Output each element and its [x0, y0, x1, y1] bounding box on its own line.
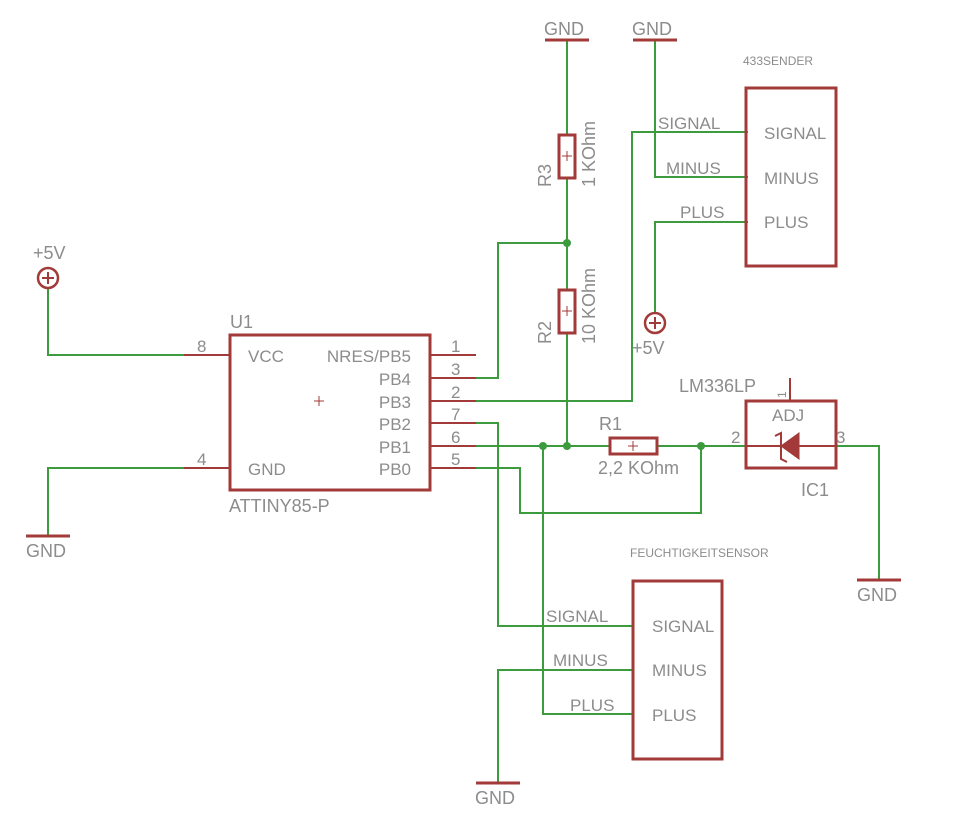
module-433sender-pin: MINUS — [764, 169, 819, 188]
module-433sender-pin: SIGNAL — [764, 124, 826, 143]
junction-dot — [539, 442, 547, 450]
module-feuchtigkeitsensor: FEUCHTIGKEITSENSOR SIGNAL MINUS PLUS SIG… — [546, 546, 769, 761]
module-433sender-title: 433SENDER — [743, 54, 813, 68]
power-vcc-mid-label: +5V — [632, 338, 665, 358]
ic-ic1-adj-pin: 1 — [775, 391, 789, 398]
resistor-r3: R3 1 KOhm — [535, 121, 599, 187]
power-gnd-top-right-label: GND — [632, 19, 672, 39]
ic-u1-body — [228, 333, 432, 492]
module-feuchtigkeitsensor-body — [631, 579, 724, 761]
power-vcc-left: +5V — [33, 243, 66, 290]
module-433sender-body — [744, 86, 838, 268]
ic-ic1-value: LM336LP — [679, 376, 756, 396]
ic-u1-pin-number: 8 — [197, 337, 206, 356]
resistor-r2: R2 10 KOhm — [535, 268, 599, 344]
resistor-r2-value: 10 KOhm — [579, 268, 599, 344]
module-feuchtigkeitsensor-title: FEUCHTIGKEITSENSOR — [630, 546, 769, 560]
power-vcc-mid: +5V — [632, 311, 667, 358]
wire-sensor-plus — [542, 445, 634, 715]
wire-sensor-minus — [497, 669, 634, 784]
power-vcc-left-label: +5V — [33, 243, 66, 263]
zener-diode-bar — [774, 431, 788, 463]
junction-dot — [563, 239, 571, 247]
ic-u1-pin-number: 6 — [451, 428, 460, 447]
wire-pb3-signal — [429, 131, 748, 402]
ic-u1-ref: U1 — [230, 312, 253, 332]
ic-ic1-pin-right: 3 — [836, 428, 845, 447]
wire-pb0 — [429, 445, 702, 514]
zener-diode-icon — [780, 432, 800, 460]
power-gnd-right: GND — [857, 578, 901, 605]
ic-ic1: LM336LP 1 ADJ 2 3 IC1 — [679, 376, 845, 500]
module-feuchtigkeitsensor-pin: PLUS — [652, 706, 696, 725]
wire-sender-plus — [654, 221, 748, 314]
net-label-sensor-signal: SIGNAL — [546, 607, 608, 626]
wire-ic1-gnd — [835, 445, 880, 581]
resistor-r1-value: 2,2 KOhm — [598, 458, 679, 478]
ic-ic1-pin-left: 2 — [731, 428, 740, 447]
ic-u1-pin-name: VCC — [248, 347, 284, 366]
ic-u1-pin-name: PB2 — [379, 415, 411, 434]
resistor-r1: R1 2,2 KOhm — [598, 414, 679, 478]
power-gnd-top-left-label: GND — [544, 19, 584, 39]
net-label-sensor-plus: PLUS — [570, 696, 614, 715]
ic-u1-pin-name: PB1 — [379, 438, 411, 457]
module-feuchtigkeitsensor-pin: SIGNAL — [652, 617, 714, 636]
power-gnd-top-right: GND — [632, 19, 677, 42]
ic-u1-pin-name: PB3 — [379, 393, 411, 412]
junctions — [539, 239, 705, 450]
wires — [47, 39, 880, 784]
ic-u1-pin-name: PB4 — [379, 370, 411, 389]
ic-u1-pin-name: GND — [248, 460, 286, 479]
power-gnd-top-left: GND — [544, 19, 589, 42]
ic-u1-pin-number: 7 — [451, 405, 460, 424]
ic-ic1-adj-label: ADJ — [772, 406, 804, 425]
wire-pb4 — [475, 242, 568, 379]
resistor-r1-body — [608, 436, 659, 456]
power-gnd-right-label: GND — [857, 585, 897, 605]
ic-u1-pin-number: 3 — [451, 360, 460, 379]
vcc-symbol-icon — [643, 311, 667, 335]
module-feuchtigkeitsensor-pin: MINUS — [652, 661, 707, 680]
net-label-sender-minus: MINUS — [666, 159, 721, 178]
module-433sender: 433SENDER SIGNAL MINUS PLUS SIGNAL MINUS… — [658, 54, 838, 268]
wire-sender-minus — [654, 39, 748, 178]
resistor-r2-ref: R2 — [535, 321, 555, 344]
power-gnd-bottom-label: GND — [475, 788, 515, 808]
net-label-sender-signal: SIGNAL — [658, 114, 720, 133]
ic-u1: U1 ATTINY85-P 8 VCC 4 GND NRES/PB5 1 PB4… — [184, 312, 476, 516]
resistor-r2-body — [557, 288, 577, 335]
resistor-r3-value: 1 KOhm — [579, 121, 599, 187]
wire-u1-gnd — [47, 467, 185, 537]
power-gnd-left-label: GND — [26, 541, 66, 561]
ic-ic1-ref: IC1 — [801, 480, 829, 500]
ic-u1-pin-number: 1 — [451, 337, 460, 356]
ic-u1-value: ATTINY85-P — [229, 496, 330, 516]
ic-u1-pin-number: 2 — [451, 383, 460, 402]
resistor-r1-ref: R1 — [599, 414, 622, 434]
power-gnd-bottom: GND — [475, 781, 520, 808]
module-433sender-pin: PLUS — [764, 213, 808, 232]
ic-u1-pin-number: 5 — [451, 450, 460, 469]
resistor-r3-body — [557, 133, 577, 180]
wire-vcc — [47, 289, 185, 356]
ic-u1-pin-name: PB0 — [379, 460, 411, 479]
resistor-r3-ref: R3 — [535, 164, 555, 187]
junction-dot — [563, 442, 571, 450]
net-label-sensor-minus: MINUS — [553, 651, 608, 670]
vcc-symbol-icon — [36, 266, 60, 290]
power-gnd-left: GND — [26, 534, 70, 561]
junction-dot — [697, 442, 705, 450]
ic-u1-pin-name: NRES/PB5 — [327, 347, 411, 366]
ic-u1-pin-number: 4 — [197, 450, 206, 469]
net-label-sender-plus: PLUS — [680, 203, 724, 222]
